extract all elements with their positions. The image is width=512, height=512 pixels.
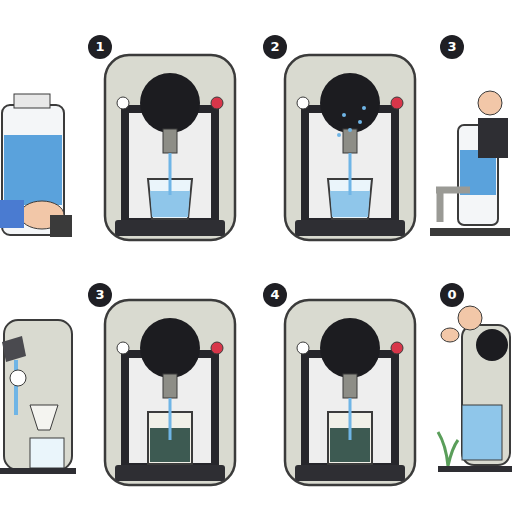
machine-body [285,300,415,485]
head [458,306,482,330]
water-stream [169,398,172,440]
pitcher [2,336,26,362]
coffee-machine [285,300,415,485]
machine-head [476,329,508,361]
bubble [358,120,362,124]
funnel [30,405,58,430]
callout-number: 3 [88,283,112,307]
head [478,91,502,115]
bubble [362,106,366,110]
coffee-machine [105,55,235,240]
pouring-water [0,320,76,474]
machine-head [320,318,380,378]
callout-number: 4 [263,283,287,307]
bubble [348,128,352,132]
callout-number: 2 [263,35,287,59]
sleeve [0,200,24,228]
bottle-label [4,135,62,205]
button [211,97,223,109]
machine-body [105,55,235,240]
button [297,97,309,109]
plant [438,432,458,466]
machine-head [140,318,200,378]
drip-tray [115,465,225,481]
machine-inner [129,113,211,218]
callout-number: 0 [440,283,464,307]
machine-head [320,73,380,133]
machine-spout [163,129,177,153]
base [438,466,512,472]
water-tank [462,405,502,460]
button [117,342,129,354]
base [0,468,76,474]
button [391,97,403,109]
button [211,342,223,354]
machine-body [285,55,415,240]
button [117,97,129,109]
drip-tray [115,220,225,236]
person-with-bottle [430,91,510,236]
drip-tray [295,220,405,236]
hand [441,328,459,342]
water-stream [349,153,352,195]
body [478,118,508,158]
glass [30,438,64,468]
bubble [342,113,346,117]
small-cup [50,215,72,237]
machine-head [140,73,200,133]
water-stream [169,153,172,195]
callout-number: 1 [88,35,112,59]
person-with-machine [438,306,512,472]
bottle-cap [14,94,50,108]
machine-spout [163,374,177,398]
coffee-machine [105,300,235,485]
button [391,342,403,354]
machine-inner [309,358,391,463]
machine [462,325,510,465]
pipe [436,190,470,222]
water-stream [14,360,18,415]
descaler-bottle [0,94,72,237]
machine-spout [343,374,357,398]
dial [10,370,26,386]
machine-inner [129,358,211,463]
bubble [337,133,341,137]
coffee-machine [285,55,415,240]
button [297,342,309,354]
drip-tray [295,465,405,481]
water-stream [349,398,352,440]
table [430,228,510,236]
callout-number: 3 [440,35,464,59]
machine-spout [343,129,357,153]
machine-body [105,300,235,485]
machine-inner [309,113,391,218]
